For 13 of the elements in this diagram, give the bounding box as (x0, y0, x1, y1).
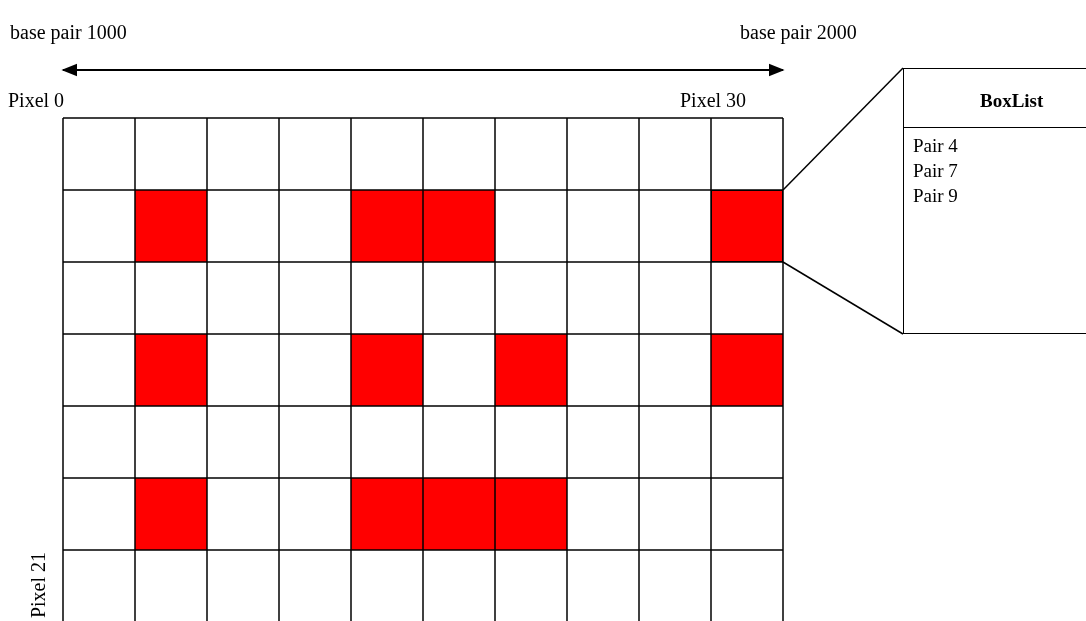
list-item: Pair 7 (913, 161, 958, 180)
axis-label: Pixel 21 (28, 551, 48, 619)
callout-line (782, 67, 904, 191)
list-box (903, 68, 1086, 334)
list-item: Pair 9 (913, 186, 958, 205)
axis-label: base pair 1000 (10, 22, 127, 42)
list-title: BoxList (980, 91, 1044, 110)
axis-label: Pixel 0 (8, 90, 65, 110)
callout-line (782, 261, 904, 335)
list-item: Pair 4 (913, 136, 958, 155)
axis-label: Pixel 30 (680, 90, 747, 110)
highlighted-cell (711, 190, 783, 262)
axis-label: base pair 2000 (740, 22, 857, 42)
